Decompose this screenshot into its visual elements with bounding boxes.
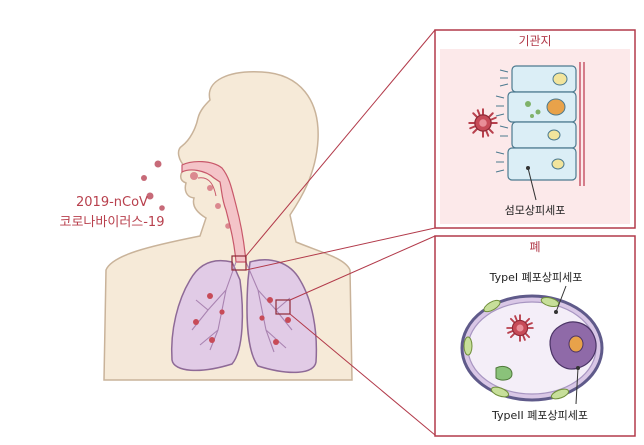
lung-panel-title: 폐	[529, 240, 540, 254]
connector-lines	[245, 29, 436, 436]
type1-cell-label: TypeI 폐포상피세포	[489, 271, 583, 284]
droplets	[141, 160, 165, 211]
virus-icon	[506, 314, 534, 342]
virus-icon	[468, 108, 498, 138]
virus-label-line1: 2019-nCoV	[76, 195, 148, 210]
lung-panel	[434, 235, 636, 437]
airway	[181, 161, 247, 263]
lungs	[170, 255, 318, 374]
virus-label-line2: 코로나바이러스-19	[60, 215, 165, 230]
alveolus-marker	[275, 299, 291, 315]
bronchus-panel	[434, 29, 636, 229]
type2-cell-label: TypeII 폐포상피세포	[491, 409, 588, 422]
bronchus-panel-title: 기관지	[518, 34, 551, 48]
bronchus-marker	[231, 255, 247, 271]
ciliated-cell-label: 섬모상피세포	[505, 204, 566, 217]
